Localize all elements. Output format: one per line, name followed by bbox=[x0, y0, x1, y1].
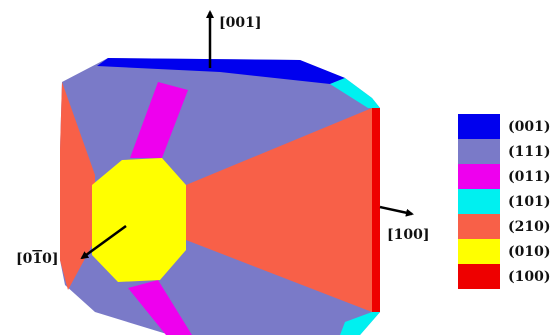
legend-swatch-100 bbox=[458, 264, 500, 289]
legend-swatch-101 bbox=[458, 189, 500, 214]
facet-001 bbox=[97, 58, 345, 84]
legend-swatch-111 bbox=[458, 139, 500, 164]
legend-swatch-011 bbox=[458, 164, 500, 189]
legend-swatch-010 bbox=[458, 239, 500, 264]
facet-011-bottom bbox=[128, 280, 192, 335]
arrow-0m10 bbox=[80, 224, 127, 260]
label-0m10: [010] bbox=[16, 251, 59, 267]
facet-010 bbox=[92, 158, 186, 282]
label-100: [100] bbox=[387, 227, 429, 243]
facet-011-top bbox=[130, 82, 188, 158]
facet-210-right bbox=[186, 108, 372, 312]
legend-swatch-210 bbox=[458, 214, 500, 239]
facet-101-top bbox=[330, 78, 380, 108]
label-001: [001] bbox=[219, 15, 261, 31]
arrow-100 bbox=[379, 205, 414, 217]
legend-label-011: (011) bbox=[508, 169, 550, 185]
facet-101-bottom bbox=[340, 312, 380, 335]
legend-swatch-001 bbox=[458, 114, 500, 139]
legend-label-010: (010) bbox=[508, 244, 550, 260]
facet-100 bbox=[372, 108, 380, 312]
facet-210-left bbox=[60, 82, 95, 290]
direction-arrows: [001] [100] [010] bbox=[16, 10, 429, 267]
legend-label-001: (001) bbox=[508, 119, 550, 135]
label-0m10-suffix: 0] bbox=[42, 251, 58, 267]
legend-label-100: (100) bbox=[508, 269, 550, 285]
label-0m10-bar-digit: 1 bbox=[32, 251, 42, 267]
legend: (001) (111) (011) (101) (210) (010) (100… bbox=[458, 114, 550, 289]
label-0m10-prefix: [0 bbox=[16, 251, 33, 267]
legend-label-111: (111) bbox=[508, 144, 550, 160]
legend-label-101: (101) bbox=[508, 194, 550, 210]
legend-label-210: (210) bbox=[508, 219, 550, 235]
crystal-polyhedron bbox=[60, 58, 380, 335]
